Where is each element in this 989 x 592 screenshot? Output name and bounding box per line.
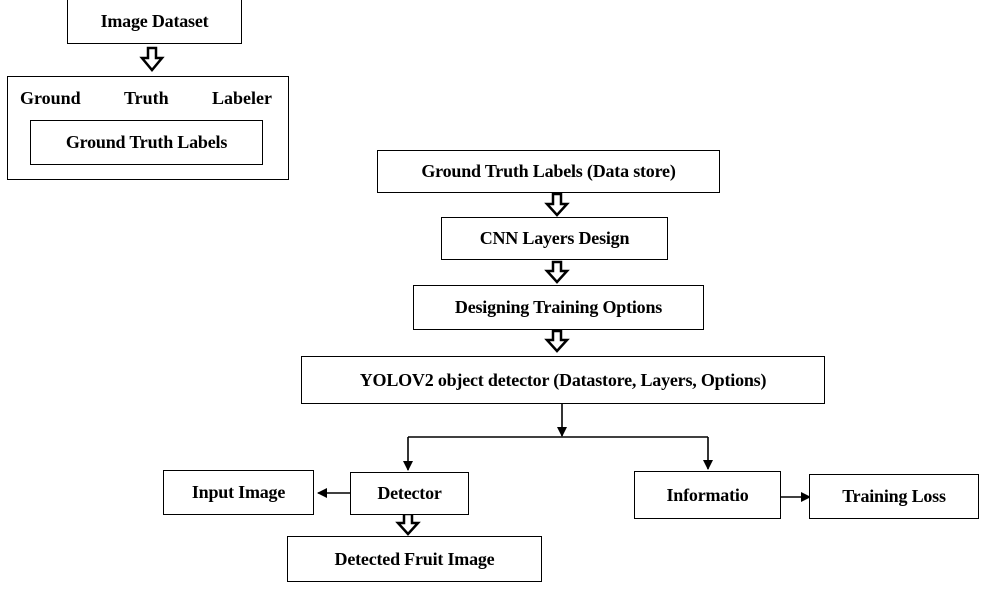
arrow-dataset-to-labeler [139,46,165,72]
labeler-word-3: Labeler [211,88,272,108]
node-input-image: Input Image [163,470,314,515]
labeler-word-1: Ground [20,88,81,108]
arrow-detector-to-detected [395,512,421,536]
node-training-loss: Training Loss [809,474,979,519]
labeler-word-2: Truth [124,88,169,108]
node-information: Informatio [634,471,781,519]
node-detected-fruit-image: Detected Fruit Image [287,536,542,582]
node-detector: Detector [350,472,469,515]
node-cnn-layers-design: CNN Layers Design [441,217,668,260]
node-ground-truth-labels-datastore: Ground Truth Labels (Data store) [377,150,720,193]
arrow-options-to-yolo [544,329,570,353]
labeler-title: Ground Truth Labeler [20,88,272,109]
node-training-options: Designing Training Options [413,285,704,330]
node-ground-truth-labels: Ground Truth Labels [30,120,263,165]
arrow-cnn-to-options [544,260,570,284]
node-yolov2-detector: YOLOV2 object detector (Datastore, Layer… [301,356,825,404]
arrow-datastore-to-cnn [544,192,570,217]
node-image-dataset: Image Dataset [67,0,242,44]
